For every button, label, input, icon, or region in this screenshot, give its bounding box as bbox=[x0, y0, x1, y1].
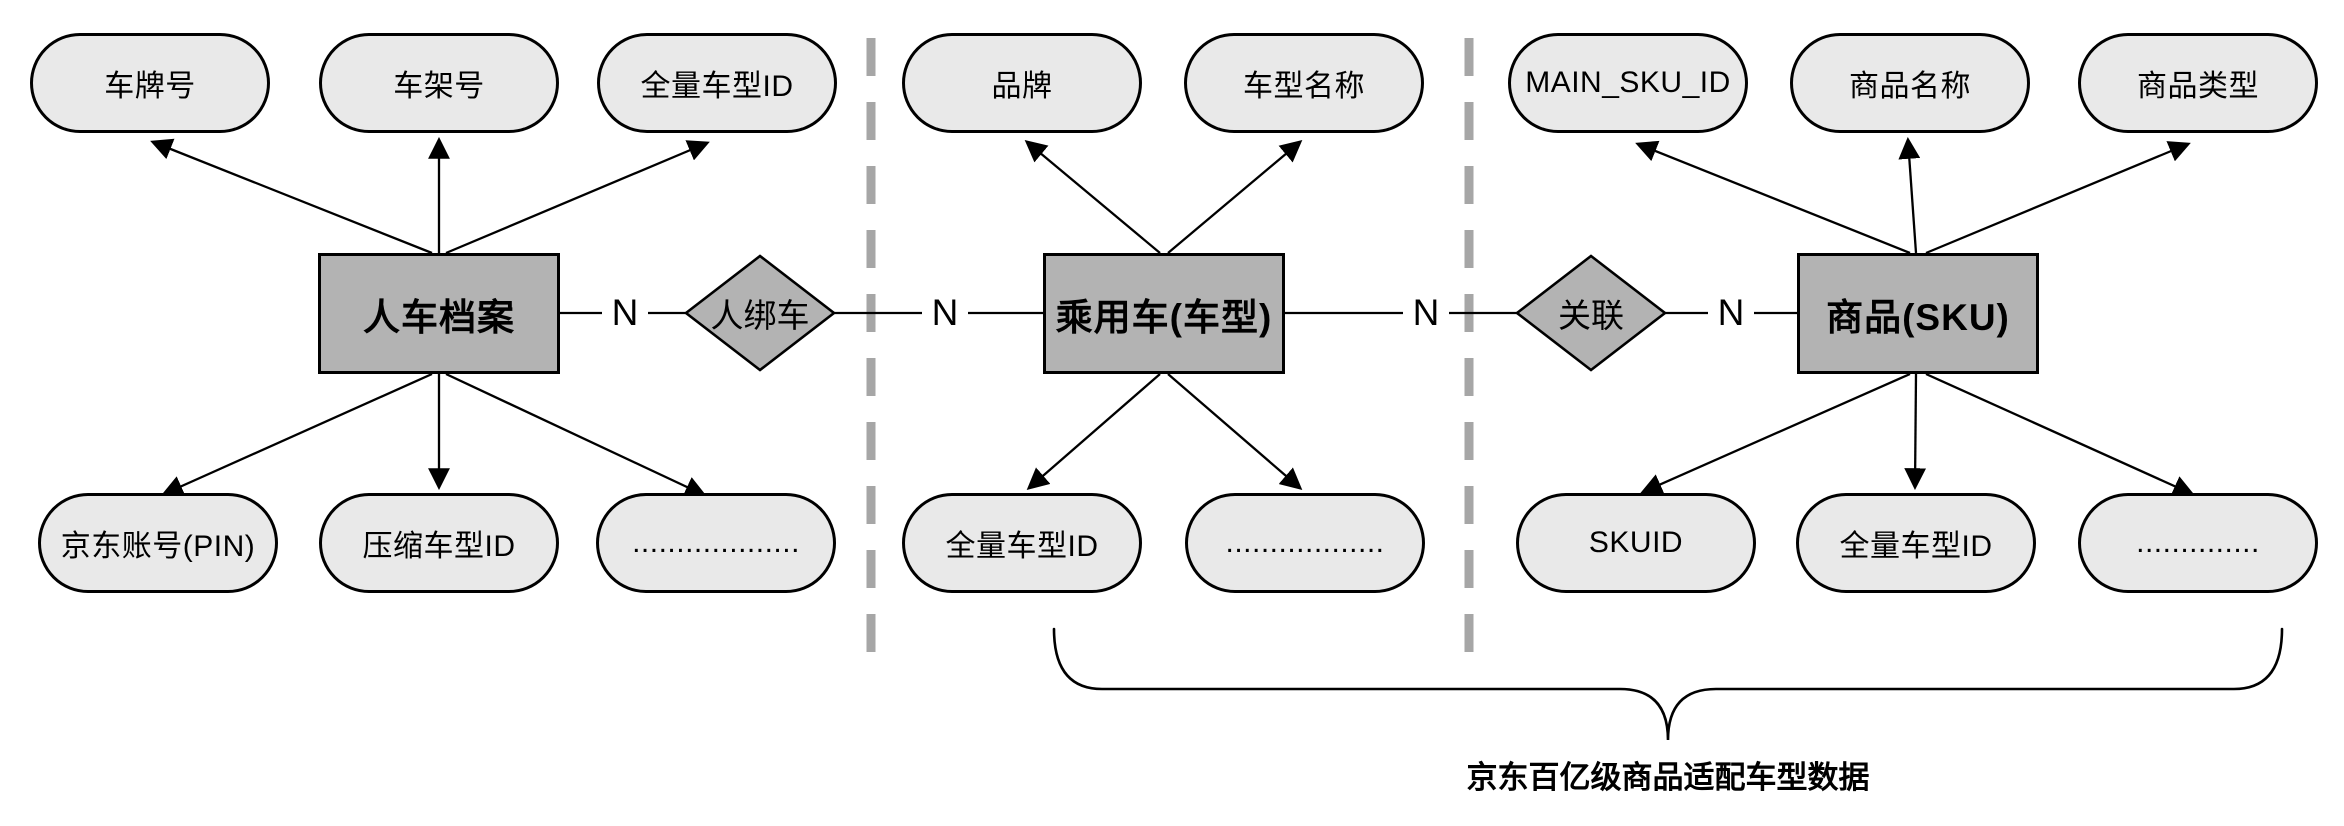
attribute-compressed-model-id: 压缩车型ID bbox=[319, 493, 559, 593]
cardinality-n-2: N bbox=[922, 288, 968, 338]
entity-person-vehicle-archive: 人车档案 bbox=[318, 253, 560, 374]
arrow-car-model-name bbox=[1167, 140, 1303, 254]
attribute-license-plate: 车牌号 bbox=[30, 33, 270, 133]
entity-passenger-car-model: 乘用车(车型) bbox=[1043, 253, 1285, 374]
attribute-full-model-id-2: 全量车型ID bbox=[902, 493, 1142, 593]
cardinality-n-3: N bbox=[1403, 288, 1449, 338]
arrow-sku-main-sku-id bbox=[1635, 140, 1911, 255]
cardinality-n-1: N bbox=[602, 288, 648, 338]
arrow-sku-skuid bbox=[1640, 372, 1911, 495]
attribute-product-type: 商品类型 bbox=[2078, 33, 2318, 133]
attribute-full-model-id-3: 全量车型ID bbox=[1796, 493, 2036, 593]
attribute-model-name: 车型名称 bbox=[1184, 33, 1424, 133]
relationship-label-association: 关联 bbox=[1558, 297, 1624, 334]
relationship-diamond-bind-car bbox=[683, 254, 837, 372]
arrow-archive-full-model-id bbox=[445, 140, 710, 255]
brace-caption: 京东百亿级商品适配车型数据 bbox=[1466, 760, 1870, 795]
attribute-ellipsis-2: .................. bbox=[1185, 493, 1425, 593]
arrow-archive-ellipsis bbox=[445, 372, 707, 497]
arrow-archive-license-plate bbox=[150, 138, 433, 255]
relationship-diamond-association bbox=[1514, 254, 1668, 372]
attribute-jd-account-pin: 京东账号(PIN) bbox=[38, 493, 278, 593]
arrow-car-full-model-id bbox=[1026, 373, 1161, 491]
relationship-label-bind-car: 人绑车 bbox=[710, 297, 810, 334]
arrow-sku-product-name bbox=[1898, 136, 1921, 254]
entity-product-sku: 商品(SKU) bbox=[1797, 253, 2039, 374]
attribute-main-sku-id: MAIN_SKU_ID bbox=[1508, 33, 1748, 133]
cardinality-n-4: N bbox=[1708, 288, 1754, 338]
arrow-archive-jd-pin bbox=[161, 372, 433, 497]
attribute-ellipsis-1: ................... bbox=[596, 493, 836, 593]
arrow-car-brand bbox=[1024, 140, 1161, 254]
attribute-product-name: 商品名称 bbox=[1790, 33, 2030, 133]
brace-annotation bbox=[1052, 627, 2284, 741]
attribute-full-model-id-1: 全量车型ID bbox=[597, 33, 837, 133]
arrow-sku-full-model-id bbox=[1904, 373, 1927, 491]
attribute-brand: 品牌 bbox=[902, 33, 1142, 133]
arrow-car-ellipsis bbox=[1167, 373, 1303, 490]
attribute-skuid: SKUID bbox=[1516, 493, 1756, 593]
arrow-sku-ellipsis bbox=[1925, 372, 2195, 497]
arrow-sku-product-type bbox=[1925, 141, 2191, 255]
attribute-frame-number: 车架号 bbox=[319, 33, 559, 133]
attribute-ellipsis-3: .............. bbox=[2078, 493, 2318, 593]
